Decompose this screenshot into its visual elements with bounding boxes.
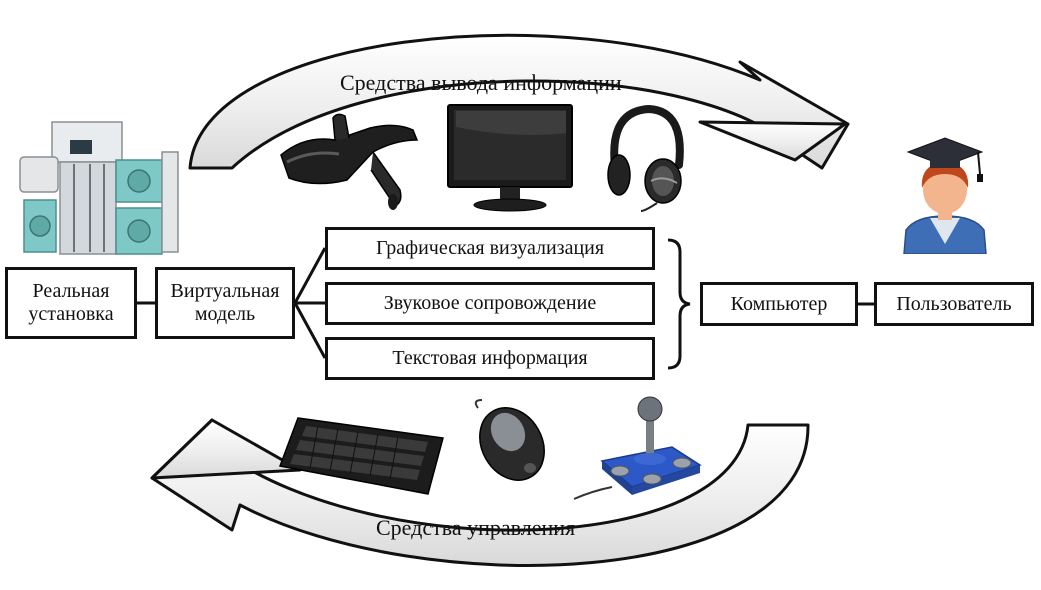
text-information-box: Текстовая информация	[325, 337, 655, 380]
headphones-icon	[607, 105, 684, 212]
real-setup-line1: Реальная	[32, 280, 110, 302]
connector-virtual-fanout	[293, 247, 327, 359]
mouse-icon	[474, 399, 545, 481]
grouping-brace	[667, 238, 691, 370]
graphic-visualization-box: Графическая визуализация	[325, 227, 655, 270]
monitor-icon	[447, 104, 573, 212]
computer-box: Компьютер	[700, 282, 858, 326]
control-devices-title: Средства управления	[376, 515, 576, 540]
laboratory-equipment-icon	[19, 121, 179, 255]
graduate-user-icon	[903, 137, 987, 254]
virtual-model-line2: модель	[194, 303, 256, 325]
output-flow-arrow	[188, 33, 850, 170]
real-setup-line2: установка	[28, 303, 114, 325]
virtual-model-line1: Виртуальная	[170, 280, 280, 302]
keyboard-icon	[278, 417, 444, 495]
real-setup-box: Реальная установка	[5, 267, 137, 339]
user-box: Пользователь	[874, 282, 1034, 326]
vr-glasses-icon	[280, 113, 419, 210]
virtual-model-box: Виртуальная модель	[155, 267, 295, 339]
sound-accompaniment-box: Звуковое сопровождение	[325, 282, 655, 325]
output-devices-title: Средства вывода информации	[340, 70, 622, 95]
joystick-icon	[573, 396, 702, 500]
